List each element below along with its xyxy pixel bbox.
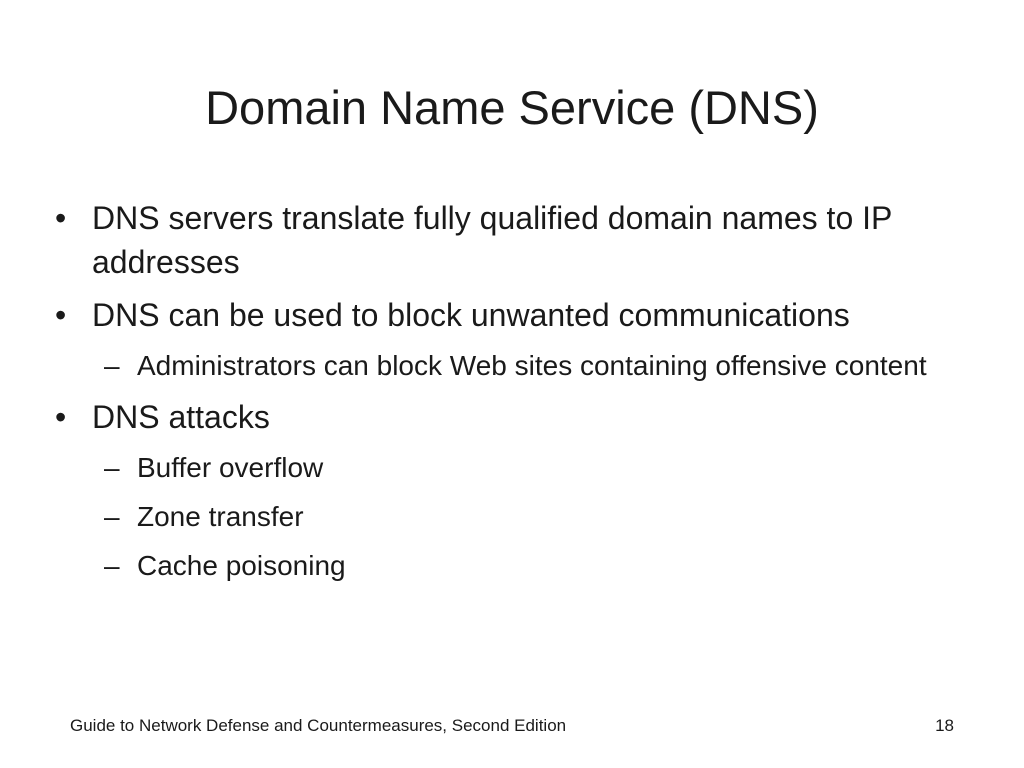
dash-marker: – (104, 350, 120, 381)
bullet-item: • DNS can be used to block unwanted comm… (55, 293, 985, 337)
bullet-marker: • (55, 297, 67, 333)
bullet-text: DNS can be used to block unwanted commun… (92, 297, 850, 333)
page-number: 18 (935, 716, 954, 735)
dash-marker: – (104, 550, 120, 581)
slide-title: Domain Name Service (DNS) (205, 81, 819, 134)
sub-bullet-item: – Zone transfer (104, 497, 985, 537)
bullet-item: • DNS attacks (55, 395, 985, 439)
sub-bullet-item: – Cache poisoning (104, 546, 985, 586)
bullet-list: • DNS servers translate fully qualified … (55, 196, 985, 595)
bullet-marker: • (55, 399, 67, 435)
sub-bullet-text: Buffer overflow (137, 452, 324, 483)
bullet-item: • DNS servers translate fully qualified … (55, 196, 985, 284)
sub-bullet-text: Cache poisoning (137, 550, 346, 581)
sub-bullet-item: – Buffer overflow (104, 448, 985, 488)
dash-marker: – (104, 452, 120, 483)
sub-bullet-text: Administrators can block Web sites conta… (137, 350, 927, 381)
dash-marker: – (104, 501, 120, 532)
footer-source: Guide to Network Defense and Countermeas… (70, 716, 567, 735)
sub-bullet-text: Zone transfer (137, 501, 304, 532)
bullet-marker: • (55, 200, 67, 236)
bullet-text: DNS servers translate fully qualified do… (92, 200, 892, 280)
bullet-text: DNS attacks (92, 399, 270, 435)
sub-bullet-item: – Administrators can block Web sites con… (104, 346, 985, 386)
